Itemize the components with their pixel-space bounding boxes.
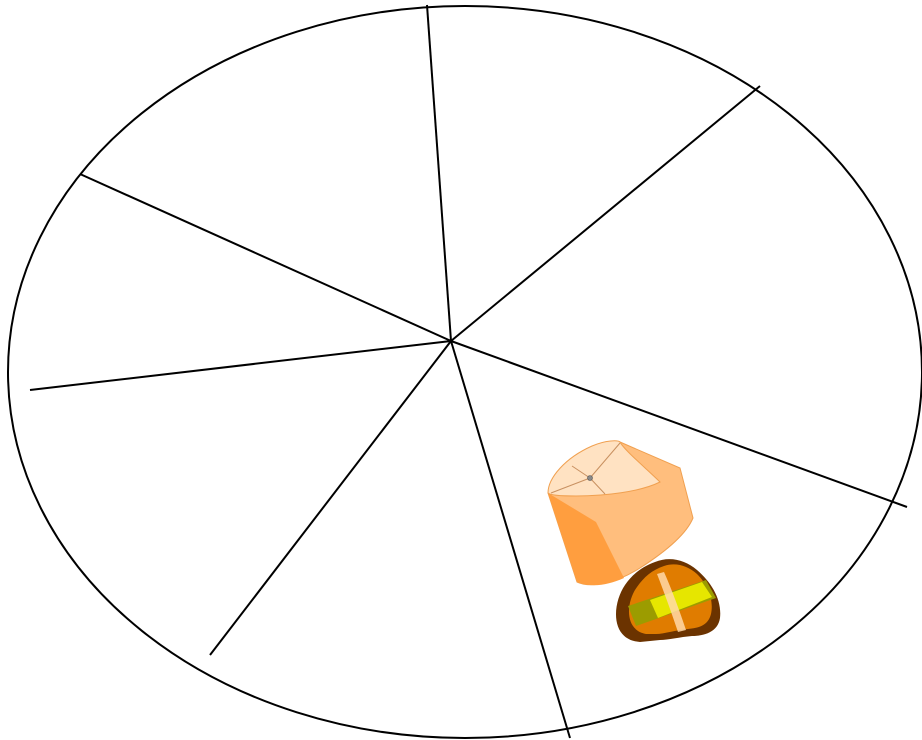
wheel-spokes: [30, 5, 907, 738]
wheel-outline: [8, 6, 922, 738]
spoke-7: [80, 174, 451, 341]
spoke-5: [210, 341, 451, 655]
spoke-4: [451, 341, 570, 738]
table-lamp-icon: [548, 441, 720, 642]
spoke-2: [451, 86, 760, 341]
spoke-1: [427, 5, 451, 341]
spoke-6: [30, 341, 451, 390]
wheel-center: [449, 339, 453, 343]
